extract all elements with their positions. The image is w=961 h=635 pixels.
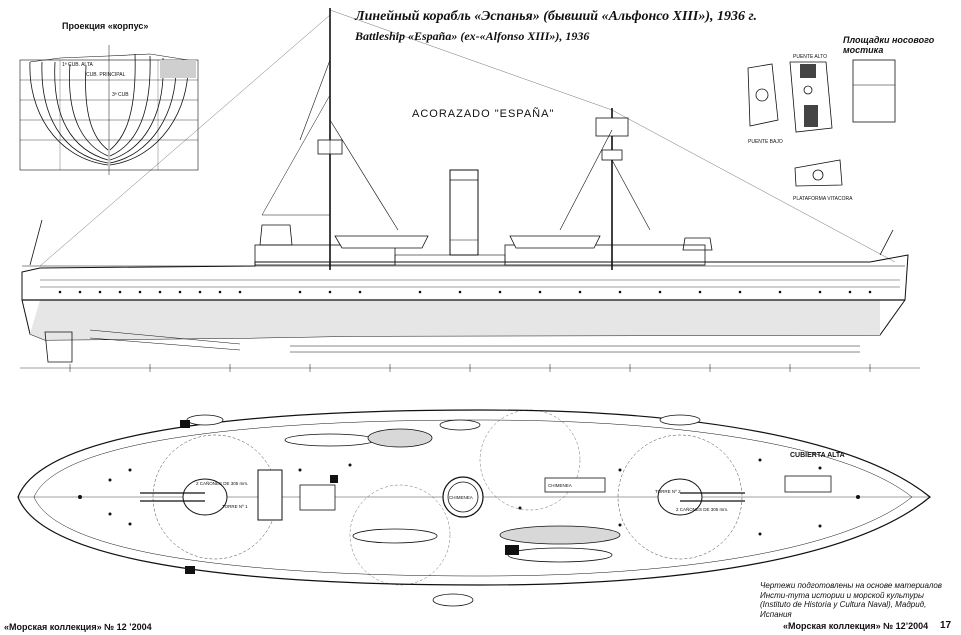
bridge-label-low: PUENTE BAJO [748,139,783,145]
body-plan-line-1: 1ª CUB. ALTA [62,62,94,68]
body-plan-caption: Проекция «корпус» [62,21,149,31]
turret-2-guns-note: 2 CAÑONES DE 305 mm. [676,506,728,512]
bridge-platforms-caption: Площадки носового мостика [843,35,935,55]
deck-name-label: CUBIERTA ALTA [790,452,845,459]
body-plan-line-2: CUB. PRINCIPAL [86,72,126,78]
turret-1-label: TORRE Nº 1 [222,504,248,509]
footer-left: «Морская коллекция» № 12 ’2004 [4,622,152,632]
body-plan-line-3: 3ª CUB [112,92,129,98]
title-russian: Линейный корабль «Эспанья» (бывший «Альф… [355,9,757,24]
drawing-credit-note: Чертежи подготовлены на основе материало… [760,581,942,619]
page-number: 17 [940,620,952,631]
turret-1-guns-note: 2 CAÑONES DE 305 mm. [196,480,248,486]
footer-right: «Морская коллекция» № 12’2004 [783,621,929,631]
bridge-label-binnacle: PLATAFORMA VITACORA [793,196,853,202]
side-profile-diagram: ACORAZADO "ESPAÑA" [20,8,920,372]
bridge-label-high: PUENTE ALTO [793,54,827,60]
deck-plan-diagram: CUBIERTA ALTA 2 CAÑONES DE 305 mm. TORRE… [17,409,931,607]
funnel-label-2: CHIMENEA [548,483,572,488]
funnel-label: CHIMENEA [449,495,473,500]
body-plan-diagram: 1ª CUB. ALTA CUB. PRINCIPAL 3ª CUB [19,45,199,175]
bridge-platforms-diagram: PUENTE BAJO PUENTE ALTO PLATAFORMA VITAC… [747,54,896,202]
side-view-title: ACORAZADO "ESPAÑA" [412,107,554,120]
turret-2-label: TORRE Nº 2 [655,489,681,494]
